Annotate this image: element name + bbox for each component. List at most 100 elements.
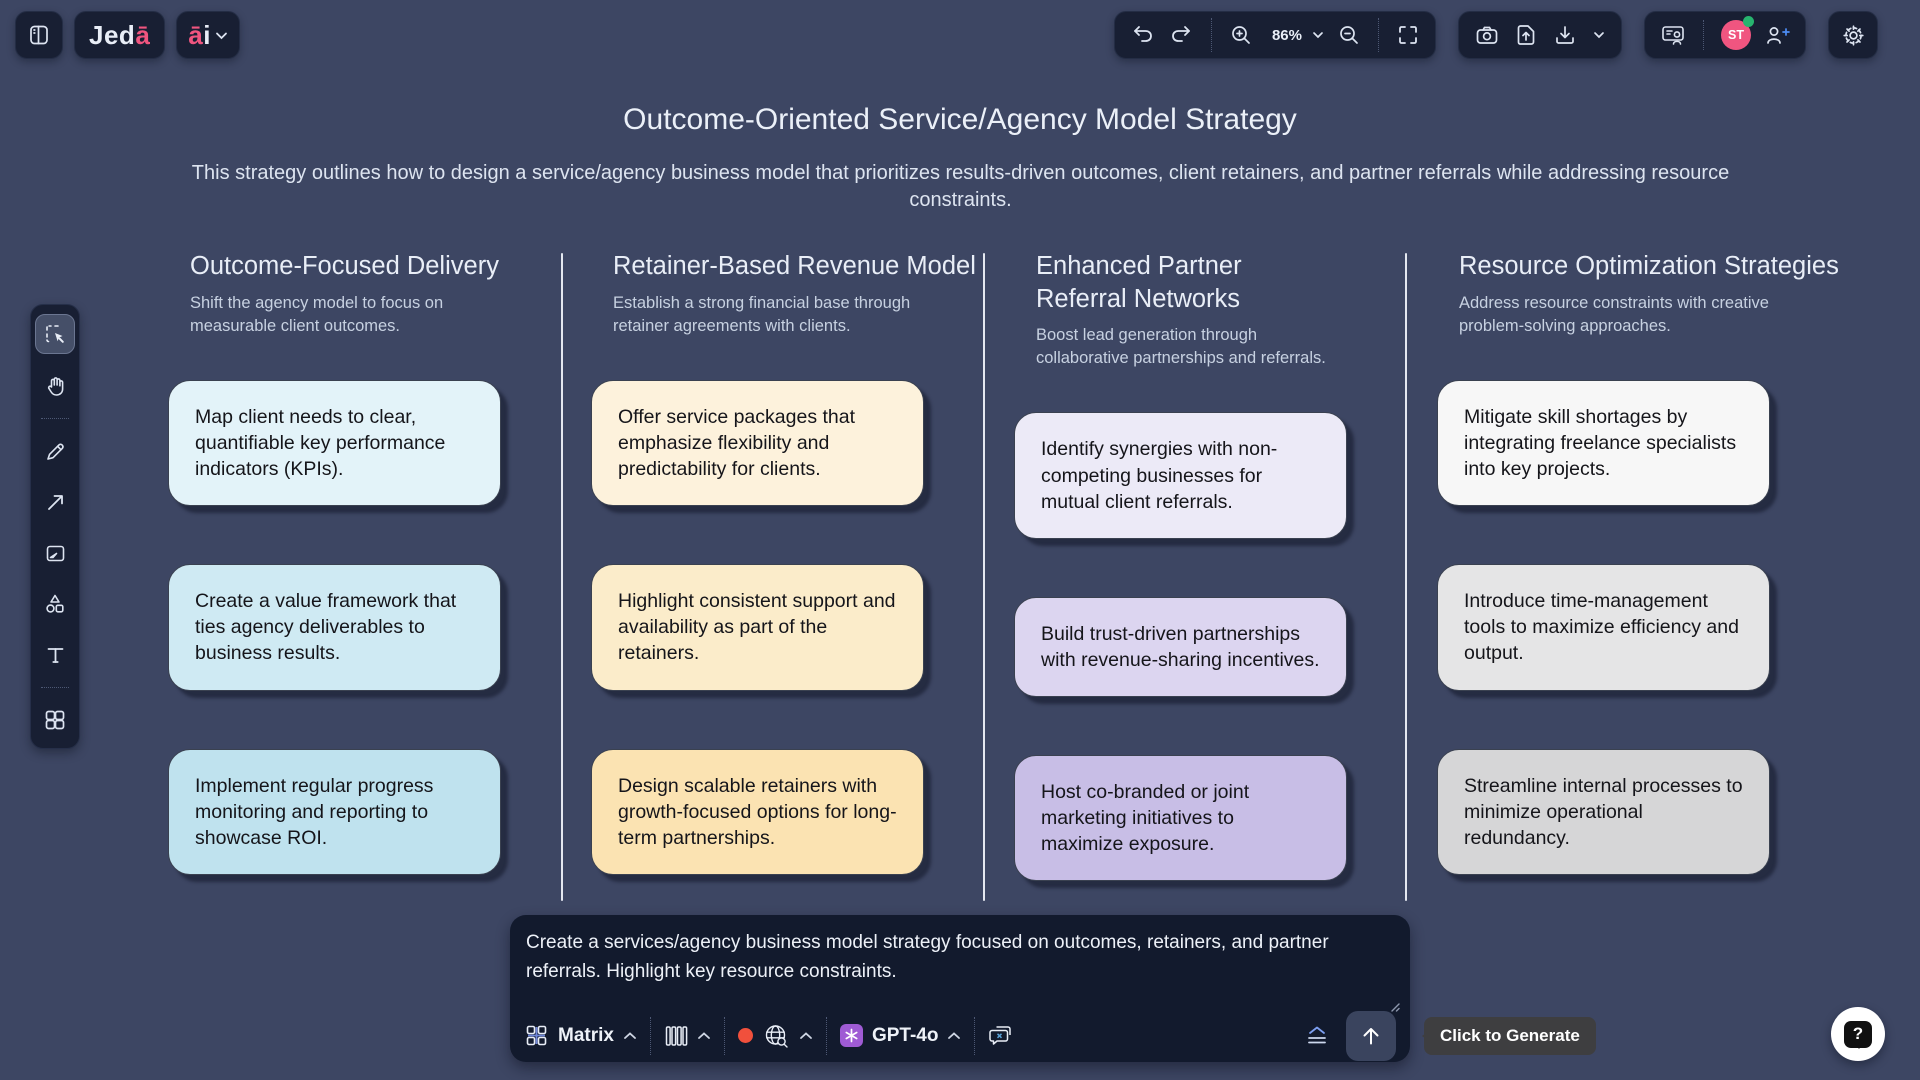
text-tool-button[interactable] (36, 636, 74, 674)
grid-apps-tool-button[interactable] (36, 701, 74, 739)
column-retainer-revenue: Retainer-Based Revenue Model Establish a… (591, 250, 976, 881)
resize-handle[interactable] (1389, 1001, 1400, 1012)
avatar[interactable]: ST (1721, 16, 1754, 50)
chevron-up-icon (623, 1031, 637, 1040)
column-divider (1405, 253, 1407, 901)
model-label: GPT-4o (871, 1024, 939, 1046)
select-tool-button[interactable] (35, 314, 75, 354)
divider (1703, 20, 1704, 50)
image-tool-button[interactable] (36, 534, 74, 572)
settings-gear-button[interactable] (1841, 23, 1866, 48)
ai-menu-text: āi (188, 19, 211, 50)
board-subtitle[interactable]: This strategy outlines how to design a s… (191, 162, 1730, 211)
column-title: Enhanced Partner Referral Networks (1036, 252, 1242, 313)
settings-group (1828, 11, 1878, 59)
sticky-card[interactable]: Map client needs to clear, quantifiable … (168, 379, 501, 507)
chevron-up-icon (799, 1031, 813, 1040)
divider (649, 1016, 651, 1055)
zoom-level[interactable]: 86% (1271, 26, 1302, 44)
generate-tooltip: Click to Generate (1422, 1017, 1596, 1055)
avatar-initials: ST (1728, 28, 1744, 42)
divider (723, 1016, 725, 1055)
hand-tool-button[interactable] (36, 367, 74, 405)
sticky-card[interactable]: Host co-branded or joint marketing initi… (1014, 755, 1347, 882)
column-description: Boost lead generation through collaborat… (1036, 326, 1326, 368)
sticky-card[interactable]: Create a value framework that ties agenc… (168, 564, 501, 691)
column-description: Establish a strong financial base throug… (613, 293, 911, 335)
file-upload-button[interactable] (1515, 23, 1537, 47)
ai-prompt-bar: Create a services/agency business model … (510, 915, 1410, 1062)
chevron-up-icon (947, 1031, 961, 1040)
sticky-card[interactable]: Mitigate skill shortages by integrating … (1437, 379, 1770, 507)
column-outcome-focused-delivery: Outcome-Focused Delivery Shift the agenc… (168, 250, 501, 881)
prompt-input[interactable]: Create a services/agency business model … (524, 926, 1404, 1004)
column-divider (561, 253, 563, 901)
sticky-card[interactable]: Design scalable retainers with growth-fo… (591, 748, 924, 875)
column-title: Retainer-Based Revenue Model (613, 252, 976, 280)
generate-button[interactable] (1346, 1010, 1396, 1061)
chevron-up-icon (697, 1031, 711, 1040)
help-button[interactable]: ? (1831, 1007, 1885, 1061)
top-right-bar: 86% (1113, 11, 1878, 59)
sidebar-toggle-button[interactable] (15, 11, 63, 59)
sticky-card[interactable]: Highlight consistent support and availab… (591, 564, 924, 691)
sticky-card[interactable]: Implement regular progress monitoring an… (168, 748, 501, 875)
model-selector[interactable]: GPT-4o (839, 1024, 962, 1047)
column-divider (983, 253, 985, 901)
pen-tool-button[interactable] (36, 432, 74, 470)
matrix-columns: Outcome-Focused Delivery Shift the agenc… (168, 250, 1839, 882)
divider (41, 418, 69, 419)
sticky-card[interactable]: Introduce time-management tools to maxim… (1437, 564, 1770, 691)
ai-menu-button[interactable]: āi (176, 11, 240, 59)
divider (1378, 18, 1379, 52)
zoom-dropdown-chevron-icon[interactable] (1312, 31, 1324, 39)
layout-selector[interactable] (664, 1024, 711, 1048)
collab-group: ST (1644, 11, 1806, 59)
jeda-logo[interactable]: Jedā (74, 11, 166, 59)
online-status-dot (1743, 16, 1754, 27)
panel-icon (27, 23, 51, 47)
screenshot-camera-button[interactable] (1475, 24, 1499, 46)
record-dot-icon (737, 1028, 753, 1043)
template-label: Matrix (558, 1024, 614, 1046)
sticky-card[interactable]: Offer service packages that emphasize fl… (591, 379, 924, 507)
column-partner-referral: Enhanced Partner Referral Networks Boost… (1014, 250, 1347, 882)
chevron-down-icon (215, 31, 228, 40)
web-source-selector[interactable] (737, 1022, 813, 1050)
template-selector[interactable]: Matrix (524, 1023, 637, 1048)
download-options-chevron-icon[interactable] (1593, 31, 1605, 39)
collapse-prompt-button[interactable] (1304, 1025, 1330, 1047)
divider (825, 1016, 827, 1055)
board-title[interactable]: Outcome-Oriented Service/Agency Model St… (623, 103, 1297, 136)
sticky-card[interactable]: Build trust-driven partnerships with rev… (1014, 596, 1347, 698)
column-description: Shift the agency model to focus on measu… (190, 293, 444, 335)
chat-output-toggle[interactable] (988, 1023, 1015, 1048)
divider (974, 1016, 976, 1055)
tooltip-text: Click to Generate (1440, 1026, 1580, 1045)
fullscreen-button[interactable] (1397, 24, 1419, 46)
logo-text: Jedā (89, 19, 151, 50)
sticky-card[interactable]: Streamline internal processes to minimiz… (1437, 748, 1770, 875)
column-title: Outcome-Focused Delivery (190, 252, 499, 280)
arrow-tool-button[interactable] (36, 483, 74, 521)
tool-sidebar (30, 304, 80, 749)
present-mode-button[interactable] (1660, 23, 1686, 47)
divider (1210, 18, 1212, 52)
prompt-controls: Matrix (510, 1009, 1410, 1062)
sticky-card[interactable]: Identify synergies with non-competing bu… (1014, 412, 1347, 539)
top-left-bar: Jedā āi (15, 11, 240, 59)
history-zoom-group: 86% (1113, 11, 1436, 59)
invite-user-button[interactable] (1764, 23, 1790, 47)
shapes-tool-button[interactable] (36, 585, 74, 623)
download-button[interactable] (1553, 23, 1577, 47)
help-icon: ? (1844, 1020, 1872, 1049)
column-title: Resource Optimization Strategies (1459, 252, 1839, 280)
divider (41, 687, 69, 688)
undo-button[interactable] (1131, 24, 1155, 46)
zoom-in-button[interactable] (1230, 24, 1252, 46)
capture-export-group (1458, 11, 1622, 59)
column-description: Address resource constraints with creati… (1459, 293, 1769, 335)
redo-button[interactable] (1169, 24, 1193, 46)
zoom-out-button[interactable] (1338, 24, 1360, 46)
column-resource-optimization: Resource Optimization Strategies Address… (1437, 250, 1839, 881)
